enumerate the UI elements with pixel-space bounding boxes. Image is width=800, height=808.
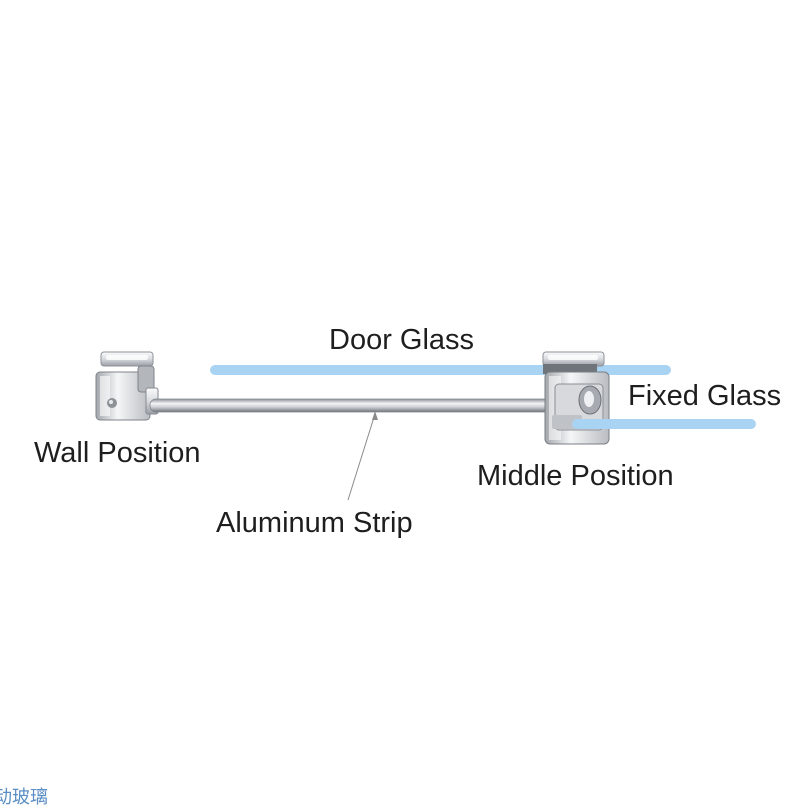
aluminum-strip-label: Aluminum Strip <box>216 507 413 539</box>
aluminum-strip-rod <box>149 398 553 413</box>
wall-clamp-icon <box>95 351 159 421</box>
middle-clamp-icon <box>542 351 610 445</box>
fixed-glass-label: Fixed Glass <box>628 380 782 412</box>
fixed-glass-bar <box>572 419 756 429</box>
middle-position-label: Middle Position <box>477 460 674 492</box>
door-glass-label: Door Glass <box>329 324 475 356</box>
leader-arrowhead-icon <box>372 411 378 420</box>
wall-position-label: Wall Position <box>34 437 201 469</box>
cut-off-caption: 动玻璃 <box>0 787 48 808</box>
aluminum-strip-leader-line <box>347 413 376 501</box>
